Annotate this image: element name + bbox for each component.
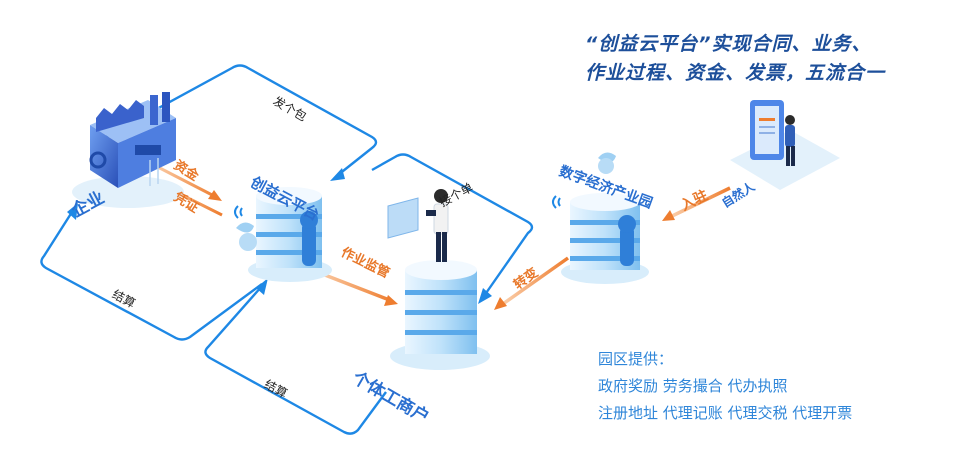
factory-icon (72, 92, 184, 208)
platform-server-icon (236, 187, 332, 282)
headline: “创益云平台”实现合同、业务、 作业过程、资金、发票，五流合一 (585, 30, 945, 88)
park-provides-line-2: 注册地址 代理记账 代理交税 代理开票 (598, 404, 853, 422)
transform-arrow (494, 256, 570, 310)
wifi-icon (234, 205, 243, 219)
flow-loop-settle-bottom (204, 278, 387, 435)
wifi-icon (552, 195, 561, 209)
headline-line-2: 作业过程、资金、发票，五流合一 (585, 62, 886, 84)
flow-loop-settle-left (40, 203, 263, 341)
park-provides-line-1: 政府奖励 劳务撮合 代办执照 (598, 377, 788, 395)
headline-line-1: “创益云平台”实现合同、业务、 (585, 33, 872, 55)
individual-server-icon (387, 197, 490, 370)
tablet-person-icon (730, 100, 840, 190)
enter-arrow (662, 186, 731, 221)
funds-arrow (149, 161, 222, 201)
park-server-icon (561, 152, 649, 284)
flow-loop-send-package (99, 64, 378, 181)
flow-loop-take-order (371, 153, 534, 304)
person-icon (426, 189, 449, 262)
park-provides-title: 园区提供： (598, 350, 674, 368)
park-provides: 园区提供： 政府奖励 劳务撮合 代办执照 注册地址 代理记账 代理交税 代理开票 (598, 346, 852, 427)
